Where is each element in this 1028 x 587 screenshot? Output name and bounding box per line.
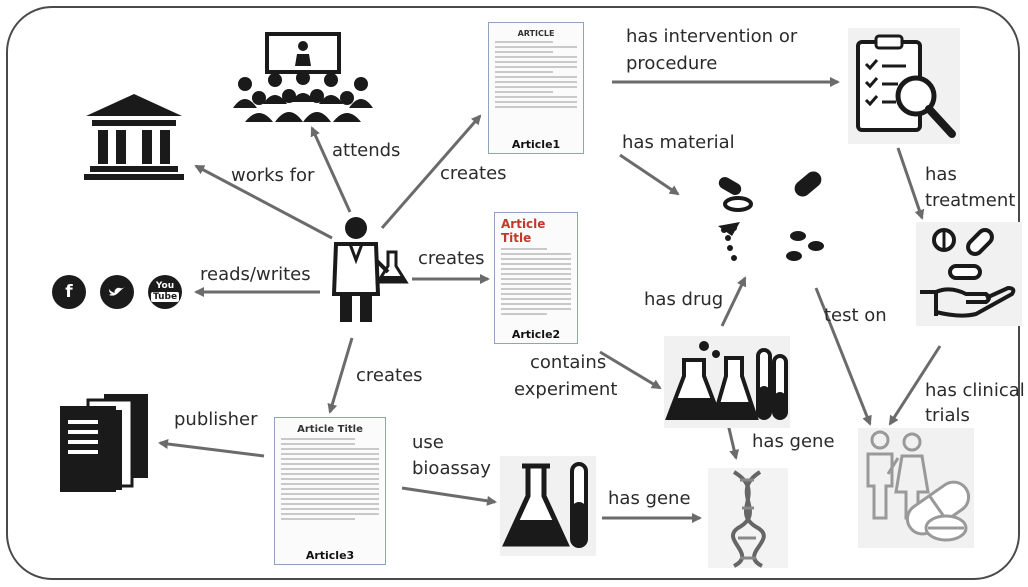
label-creates-article1: creates — [440, 163, 507, 184]
arrow-contains-experiment — [599, 350, 662, 390]
arrow-test-on — [814, 287, 872, 426]
label-publisher: publisher — [174, 409, 258, 430]
label-has-material: has material — [622, 132, 735, 153]
label-has-intervention-line2: procedure — [626, 53, 718, 74]
bioassay-flask-icon — [500, 456, 596, 556]
article3-document: Article Title Article3 — [274, 417, 386, 565]
label-has-clinical-trials-line1: has clinical — [925, 380, 1025, 401]
label-use-bioassay-line1: use — [412, 432, 444, 453]
label-has-drug: has drug — [644, 289, 724, 310]
patients-icon — [858, 428, 974, 548]
label-works-for: works for — [231, 165, 315, 186]
label-has-intervention-line1: has intervention or — [626, 26, 798, 47]
article1-document: ARTICLE Article1 — [488, 22, 584, 154]
article3-heading: Article Title — [297, 424, 363, 435]
arrow-has-material — [619, 153, 680, 196]
researcher-icon — [331, 217, 409, 322]
label-use-bioassay-line2: bioassay — [412, 458, 491, 479]
pill-hand-icon — [916, 222, 1022, 326]
arrow-has-gene-exp — [726, 423, 740, 460]
audience-icon — [233, 32, 373, 122]
label-test-on: test on — [824, 305, 887, 326]
arrow-use-bioassay — [401, 486, 497, 506]
label-has-clinical-trials-line2: trials — [925, 405, 970, 426]
article3-caption: Article3 — [305, 549, 355, 562]
books-icon — [60, 394, 148, 492]
government-building-icon — [84, 94, 184, 180]
arrow-has-treatment — [896, 147, 925, 220]
dna-icon — [708, 468, 788, 568]
article2-caption: Article2 — [511, 328, 561, 341]
arrow-attends — [310, 126, 352, 213]
arrow-works-for — [194, 164, 333, 240]
twitter-icon — [100, 275, 134, 309]
arrow-has-drug — [720, 276, 747, 327]
label-attends: attends — [332, 140, 401, 161]
arrow-creates-article3 — [327, 337, 354, 414]
article1-caption: Article1 — [511, 138, 561, 151]
arrow-creates-article1 — [380, 114, 482, 229]
label-reads-writes: reads/writes — [200, 264, 311, 285]
label-has-treatment-line2: treatment — [925, 190, 1016, 211]
article2-heading: Article Title — [501, 217, 546, 245]
label-contains-experiment-line2: experiment — [514, 379, 618, 400]
pills-icon — [718, 171, 824, 261]
label-creates-article3: creates — [356, 365, 423, 386]
label-has-treatment-line1: has — [925, 164, 957, 185]
article2-document: Article Title Article2 — [494, 212, 578, 344]
arrow-publisher — [158, 439, 265, 458]
youtube-tube-text: Tube — [150, 292, 180, 302]
youtube-icon: You Tube — [148, 275, 182, 309]
youtube-you-text: You — [155, 281, 175, 291]
arrow-has-clinical-trials — [888, 345, 942, 426]
label-contains-experiment-line1: contains — [530, 352, 607, 373]
label-has-gene-bioassay: has gene — [608, 488, 691, 509]
lab-flasks-icon — [664, 336, 790, 428]
label-creates-article2: creates — [418, 248, 485, 269]
label-has-gene-experiment: has gene — [752, 431, 835, 452]
facebook-icon: f — [52, 275, 86, 309]
clipboard-search-icon — [848, 28, 960, 144]
article1-heading: ARTICLE — [517, 29, 555, 38]
